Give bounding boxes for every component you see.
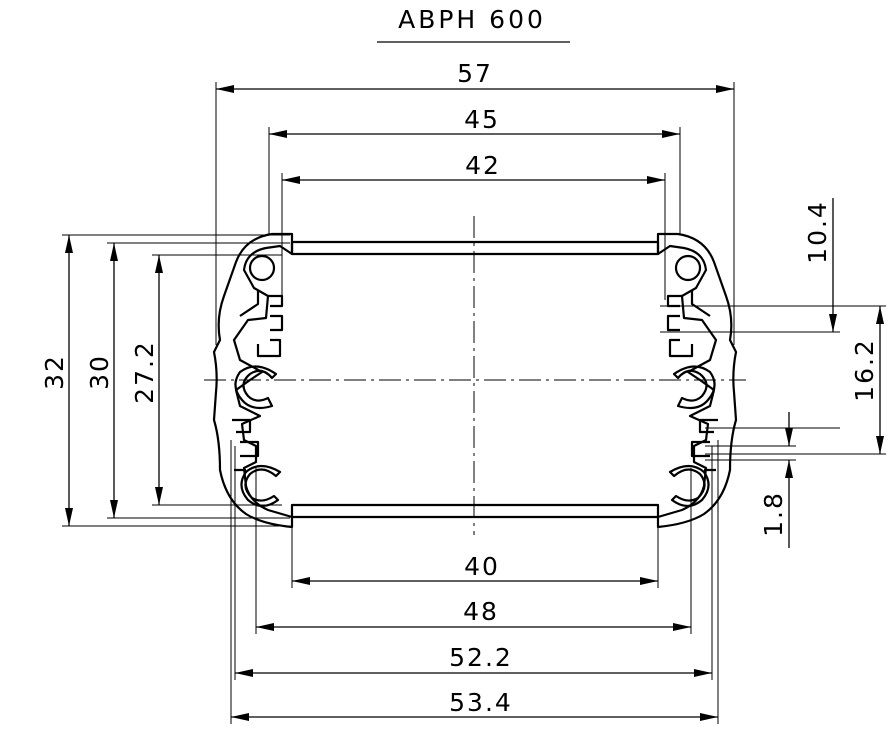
- dim-32: 32: [40, 234, 290, 527]
- right-screw-slot-top: [674, 254, 702, 282]
- right-teeth: [666, 290, 711, 358]
- top-wall: [290, 240, 660, 256]
- left-side-wall: [212, 232, 294, 529]
- left-lower-teeth: [232, 418, 260, 472]
- right-screw-slot-bottom: [668, 464, 710, 508]
- left-screw-slot-bottom: [240, 464, 282, 508]
- dim-16-2: 16.2: [660, 305, 886, 455]
- dim-27-2-label: 27.2: [130, 340, 159, 404]
- dim-45-label: 45: [464, 105, 500, 134]
- right-lower-teeth: [690, 418, 718, 472]
- dim-53-4: 53.4: [230, 440, 719, 724]
- left-screw-slot-top: [248, 254, 276, 282]
- dim-1-8: 1.8: [705, 412, 840, 548]
- dim-52-2: 52.2: [234, 446, 713, 680]
- left-screw-slot-middle: [234, 365, 278, 410]
- dim-42: 42: [281, 151, 666, 300]
- drawing-title: ABPH 600: [398, 5, 546, 34]
- dim-10-4-label: 10.4: [803, 200, 832, 264]
- dim-30: 30: [85, 242, 290, 519]
- dim-1-8-label: 1.8: [759, 491, 788, 537]
- dim-48: 48: [255, 468, 692, 634]
- dim-57: 57: [215, 59, 735, 345]
- dim-53-4-label: 53.4: [449, 688, 513, 717]
- dim-40: 40: [291, 518, 659, 588]
- profile-section: [212, 232, 738, 529]
- left-teeth: [239, 290, 284, 358]
- right-screw-slot-middle: [672, 365, 716, 410]
- dim-30-label: 30: [85, 354, 114, 390]
- dim-40-label: 40: [464, 552, 500, 581]
- bottom-wall: [290, 503, 660, 519]
- dim-57-label: 57: [457, 59, 493, 88]
- dim-42-label: 42: [465, 151, 501, 180]
- dim-16-2-label: 16.2: [850, 338, 879, 402]
- dim-52-2-label: 52.2: [449, 643, 513, 672]
- dim-32-label: 32: [40, 354, 69, 390]
- dim-10-4: 10.4: [660, 198, 840, 333]
- dim-48-label: 48: [463, 597, 499, 626]
- dim-27-2: 27.2: [130, 254, 282, 506]
- right-side-wall: [656, 232, 738, 529]
- dim-45: 45: [268, 105, 681, 234]
